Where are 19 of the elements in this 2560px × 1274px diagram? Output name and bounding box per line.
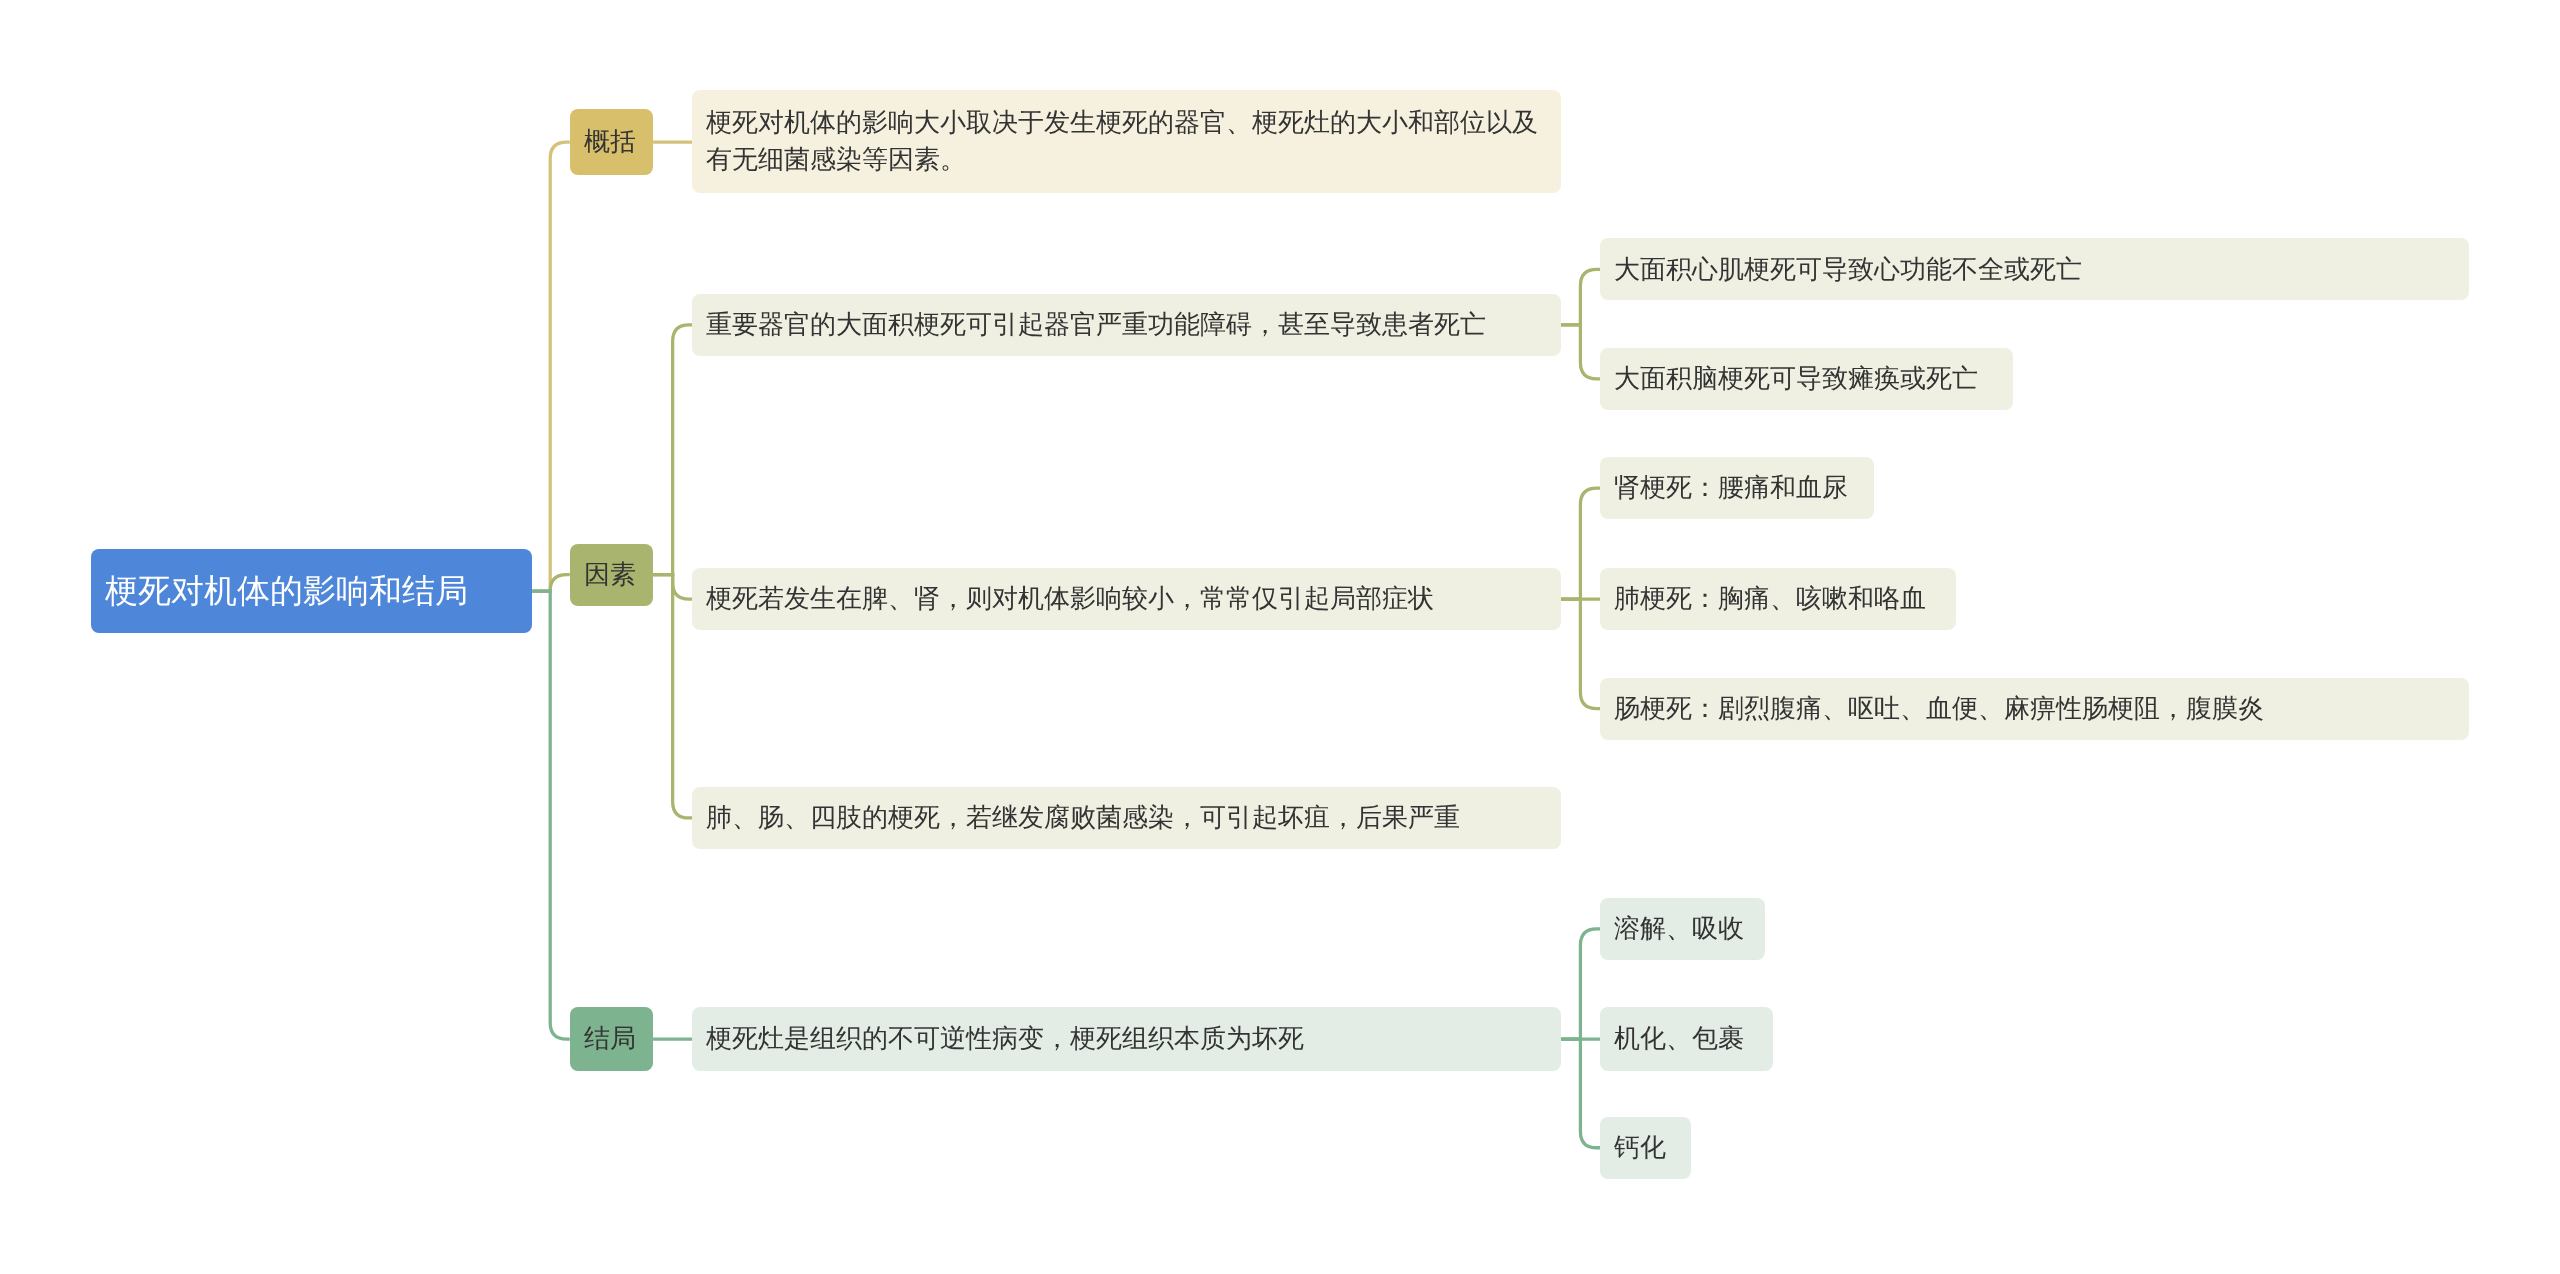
topic-box: 机化、包裹: [1600, 1007, 1774, 1071]
topic-box: 肾梗死：腰痛和血尿: [1600, 457, 1875, 520]
connector-line: [653, 1037, 693, 1041]
topic-box: 大面积脑梗死可导致瘫痪或死亡: [1600, 347, 2014, 410]
root-topic-box: 梗死对机体的影响和结局: [91, 548, 533, 634]
branch-box: 结局: [569, 1007, 654, 1071]
topic-box: 梗死若发生在脾、肾，则对机体影响较小，常常仅引起局部症状: [692, 568, 1561, 631]
connector-line: [653, 140, 693, 144]
branch-box: 概括: [569, 109, 654, 175]
topic-box: 肺、肠、四肢的梗死，若继发腐败菌感染，可引起坏疽，后果严重: [692, 786, 1561, 849]
topic-box: 梗死对机体的影响大小取决于发生梗死的器官、梗死灶的大小和部位以及有无细菌感染等因素。: [692, 89, 1561, 193]
topic-box: 大面积心肌梗死可导致心功能不全或死亡: [1600, 238, 2469, 301]
branch-box: 因素: [569, 543, 654, 606]
topic-box: 肺梗死：胸痛、咳嗽和咯血: [1600, 568, 1956, 631]
topic-box: 肠梗死：剧烈腹痛、呕吐、血便、麻痹性肠梗阻，腹膜炎: [1600, 677, 2469, 740]
topic-box: 梗死灶是组织的不可逆性病变，梗死组织本质为坏死: [692, 1007, 1561, 1071]
topic-box: 溶解、吸收: [1600, 897, 1765, 960]
topic-box: 重要器官的大面积梗死可引起器官严重功能障碍，甚至导致患者死亡: [692, 293, 1561, 356]
topic-box: 钙化: [1600, 1116, 1692, 1179]
